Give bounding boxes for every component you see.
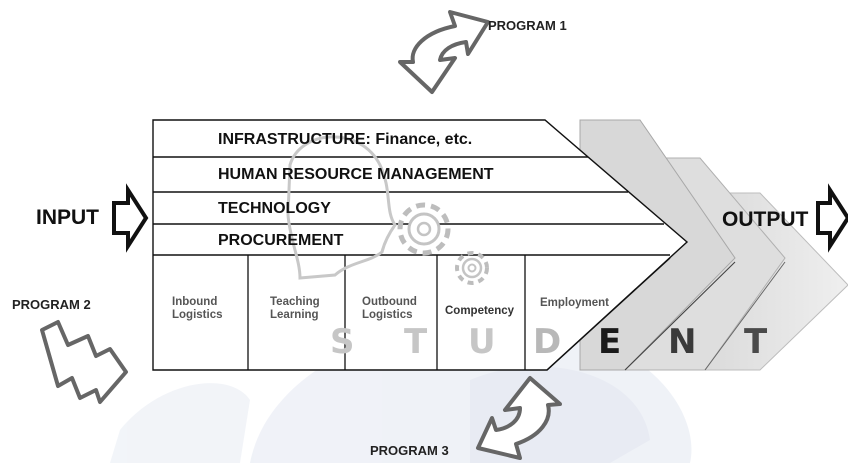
chevron-slash-1 <box>546 257 671 371</box>
program-1-label: PROGRAM 1 <box>488 18 567 33</box>
program-2-label: PROGRAM 2 <box>12 297 91 312</box>
student-letter-t: T <box>404 322 428 362</box>
student-letter-d: D <box>533 322 562 362</box>
primary-activity-employment: Employment <box>540 297 610 309</box>
chevron-slash-3 <box>704 261 786 371</box>
program-3-label: PROGRAM 3 <box>370 443 449 458</box>
output-label: OUTPUT <box>722 208 809 231</box>
primary-activity-competency: Competency <box>445 305 515 317</box>
input-label: INPUT <box>36 206 99 229</box>
small-gear-icon <box>455 251 489 285</box>
support-band-hrm: HUMAN RESOURCE MANAGEMENT <box>218 166 494 183</box>
output-arrow-icon <box>816 183 848 253</box>
student-letter-s: S <box>330 322 355 362</box>
student-letter-u: U <box>468 322 496 362</box>
input-arrow-icon <box>112 183 149 253</box>
program-1-arrow-icon <box>398 10 490 94</box>
student-letter-n: N <box>668 322 697 362</box>
head-silhouette-icon <box>286 135 397 280</box>
support-band-infrastructure: INFRASTRUCTURE: Finance, etc. <box>218 131 473 148</box>
program-3-arrow-icon <box>476 376 562 460</box>
chevron-slash-2 <box>624 261 736 371</box>
student-letter-t2: T <box>744 322 768 362</box>
program-2-arrow-icon <box>40 320 128 404</box>
support-band-procurement: PROCUREMENT <box>218 232 344 249</box>
student-letter-e: E <box>598 322 622 362</box>
large-gear-icon <box>397 202 451 256</box>
support-band-technology: TECHNOLOGY <box>218 200 331 217</box>
